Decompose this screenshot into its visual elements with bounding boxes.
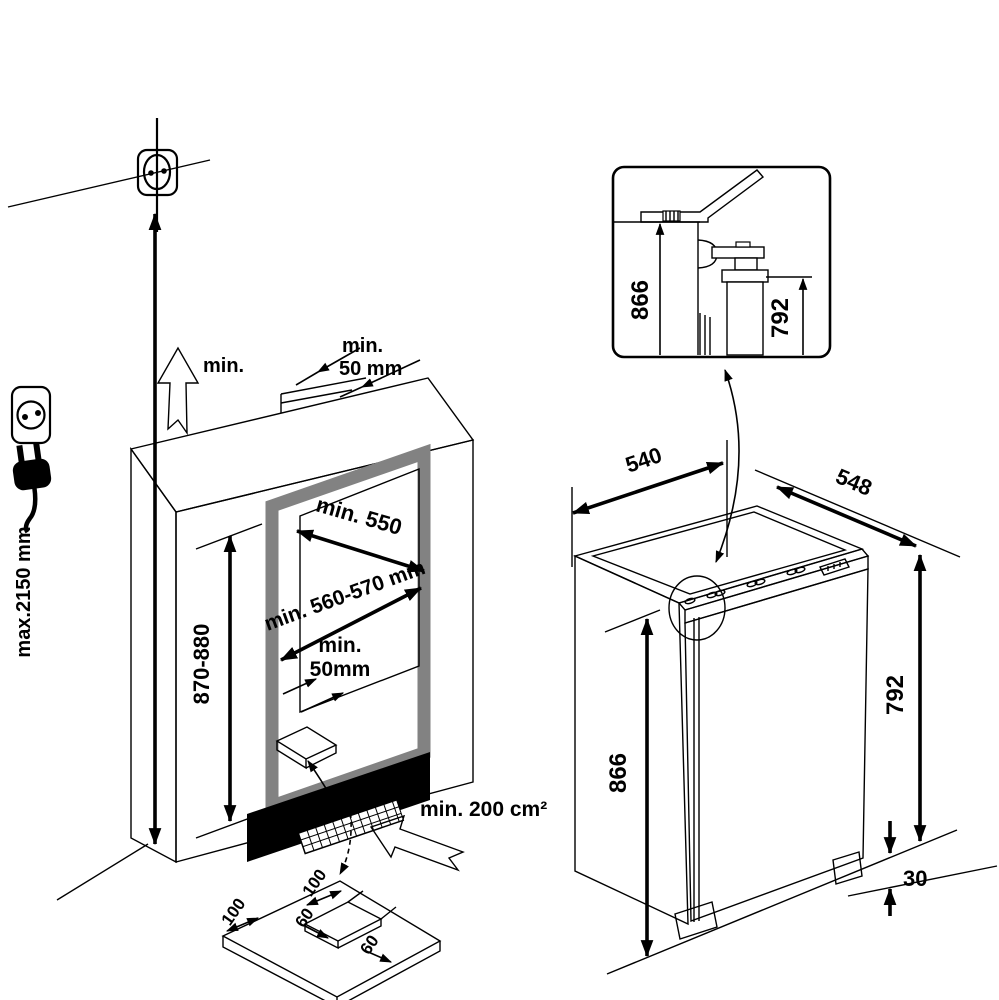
rear-gap-label-1: min. <box>318 634 361 657</box>
ceiling-socket-icon <box>136 118 179 232</box>
hinge-height-label: 792 <box>882 675 909 715</box>
plate-dim-60-mid: 60 <box>291 905 317 931</box>
top-gap-dimension: min. 50 mm <box>295 335 421 398</box>
hinge-height-dimension: 792 <box>882 553 927 843</box>
total-height-dimension: 866 <box>604 609 661 958</box>
wall-socket-icon <box>10 385 52 445</box>
rear-gap-dimension: min. 50mm <box>282 634 371 713</box>
rear-gap-label-2: 50mm <box>310 658 371 681</box>
hinge-detail-box: 866 792 <box>611 165 832 359</box>
plug-icon <box>12 442 52 534</box>
plate-dim-100-top: 100 <box>299 866 331 900</box>
hinge-rail <box>684 558 850 605</box>
screw-icon <box>662 210 681 222</box>
plate-dim-60-right: 60 <box>356 932 382 958</box>
ceiling-line <box>7 159 211 208</box>
airflow-arrow-icon <box>369 814 465 872</box>
total-height-label: 866 <box>605 753 632 793</box>
foot-gap-label: 30 <box>903 866 927 891</box>
cutout-pointer-arrow <box>307 760 334 801</box>
base-plate: 100 100 60 60 <box>218 866 442 1000</box>
max-height-dimension: max.2150 mm <box>13 212 162 901</box>
top-gap-label-1: min. <box>342 335 383 357</box>
lift-label: min. <box>203 355 244 377</box>
top-gap-label-2: 50 mm <box>339 358 402 380</box>
width-dimension: 548 <box>754 463 961 558</box>
width-label: 548 <box>832 463 876 500</box>
depth-label: 540 <box>622 442 665 477</box>
foot-gap-dimension: 30 <box>883 821 927 916</box>
max-height-label: max.2150 mm <box>13 526 35 657</box>
detail-link-arrow <box>715 368 740 564</box>
detail-total-height-label: 866 <box>627 280 654 320</box>
appliance-outline <box>572 505 998 975</box>
niche-height-dimension: 870-880 <box>189 523 267 839</box>
niche-height-label: 870-880 <box>189 624 214 705</box>
vent-area-annotation: min. 200 cm² <box>369 798 547 872</box>
plate-pointer-arrow <box>339 794 352 875</box>
lift-arrow-icon: min. <box>156 346 244 436</box>
detail-hinge-height-label: 792 <box>767 298 794 338</box>
top-spacer-board <box>280 377 367 413</box>
detail-zoom-circle <box>668 575 726 641</box>
vent-area-label: min. 200 cm² <box>420 798 547 821</box>
depth-dimension: 540 <box>571 440 728 567</box>
